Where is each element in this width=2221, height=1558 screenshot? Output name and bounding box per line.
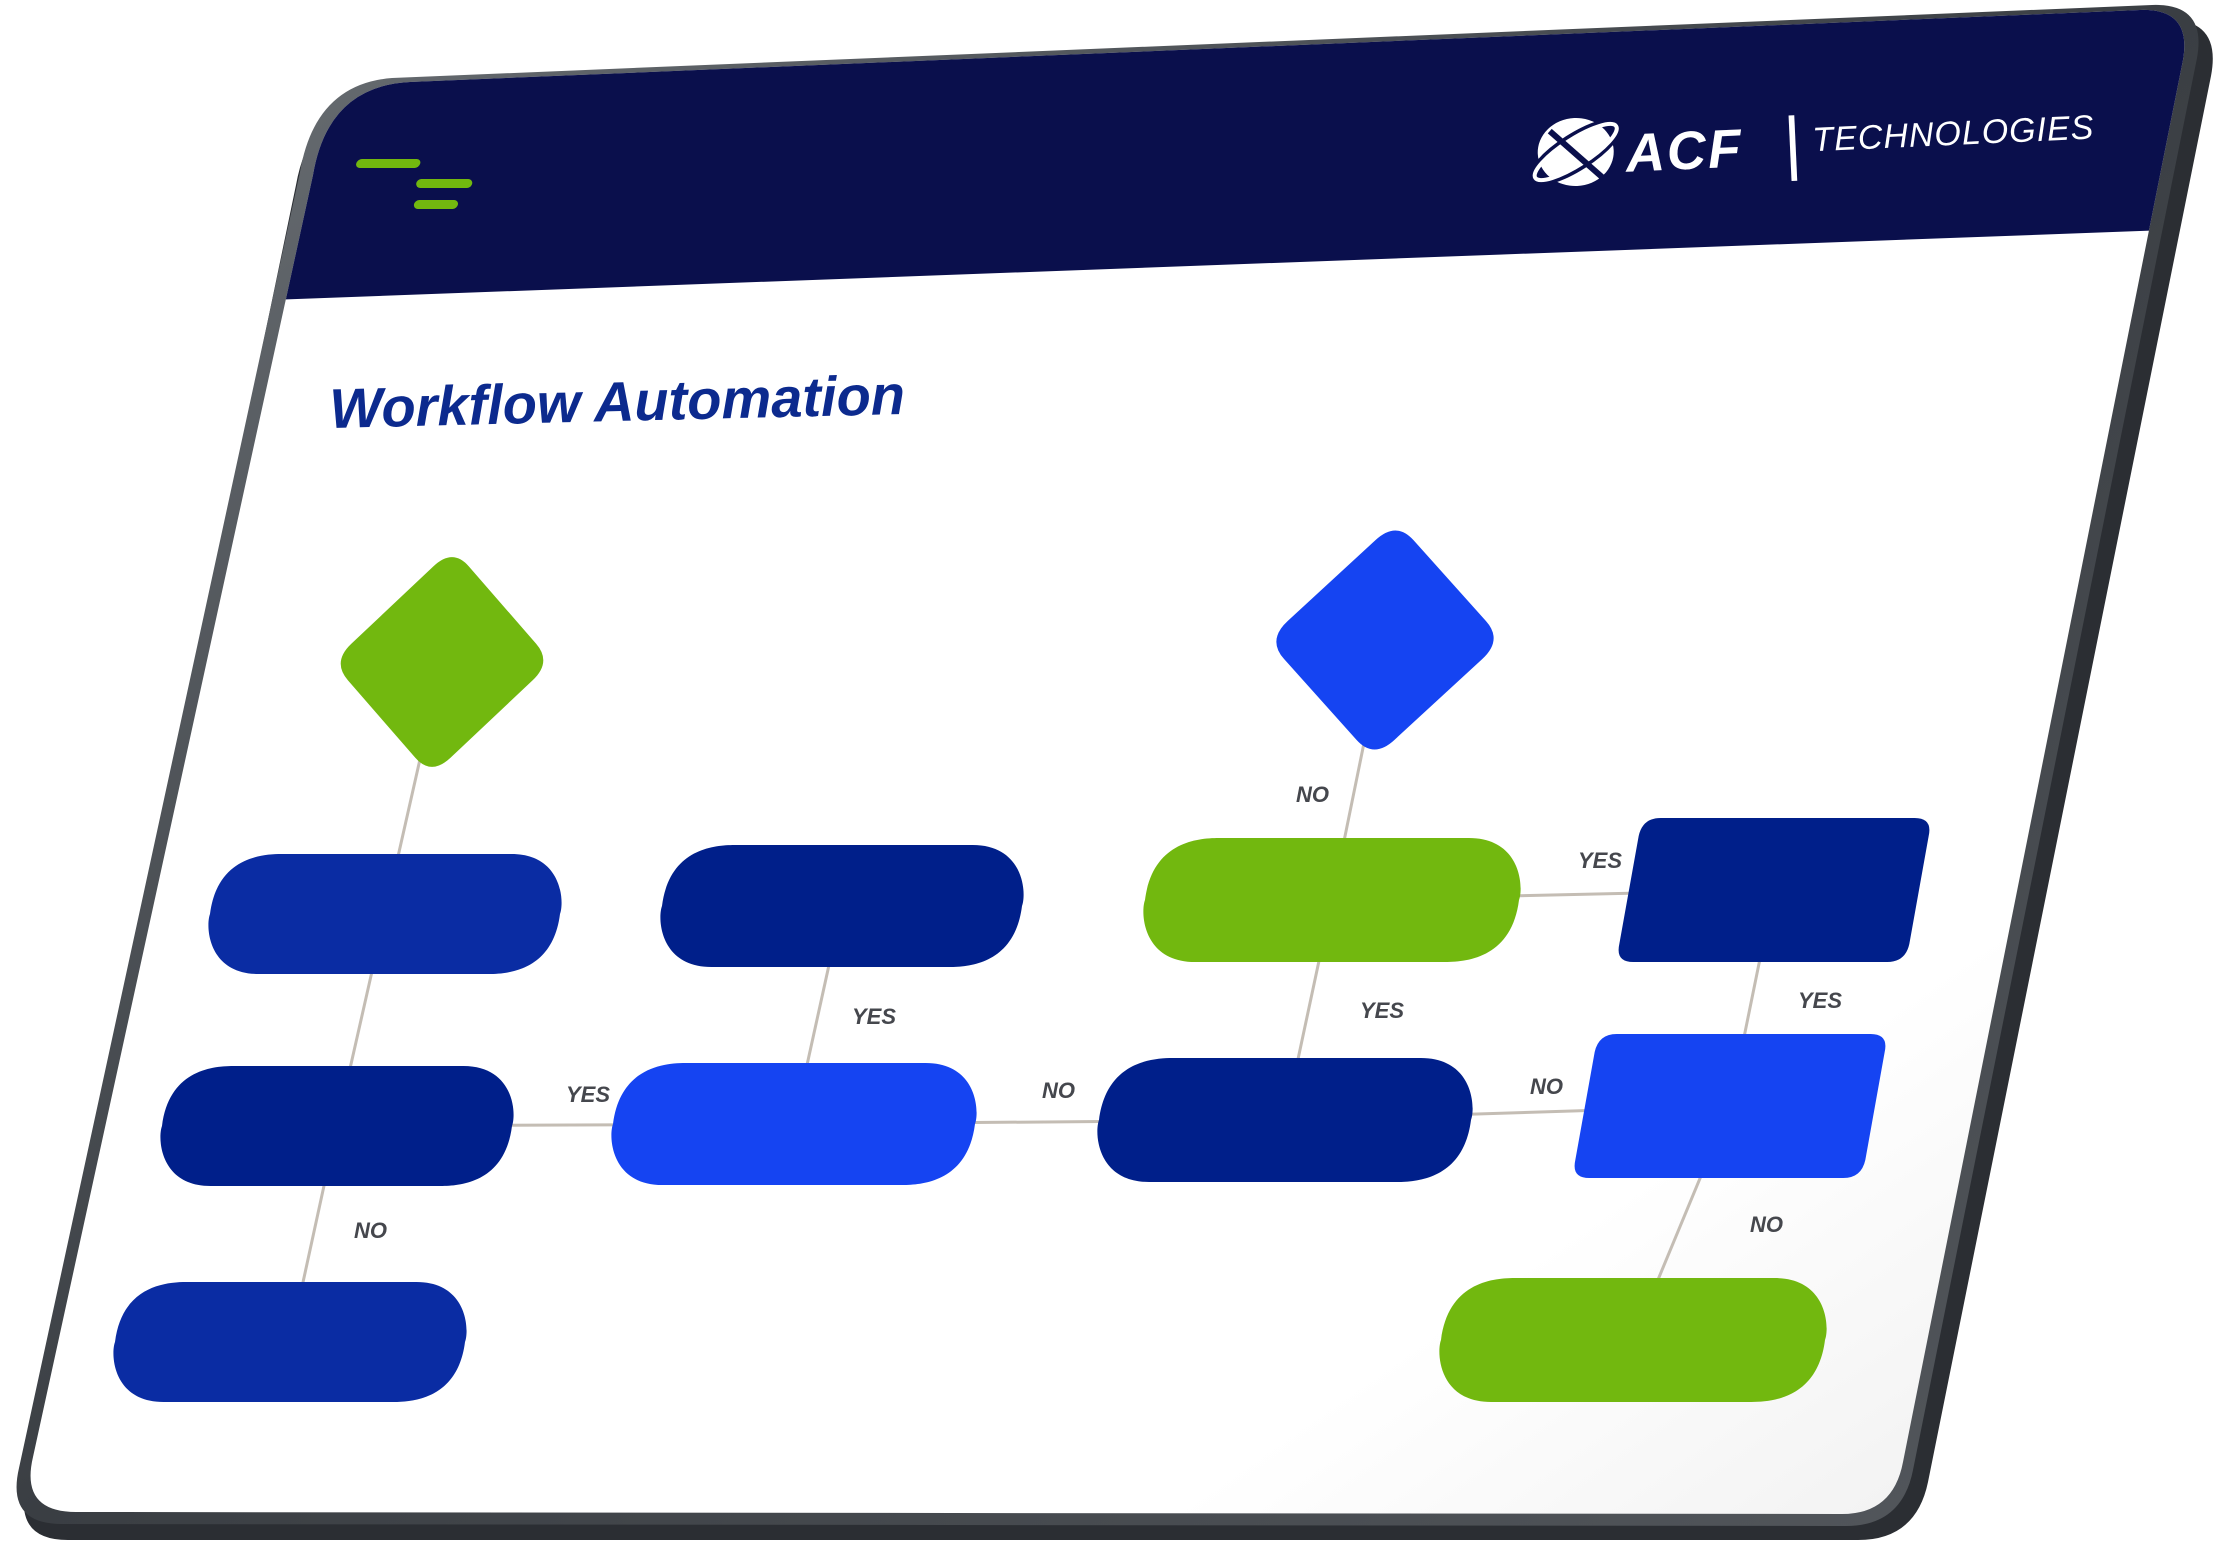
edge-label-no: NO [354,1218,387,1243]
flow-node-pill-n4[interactable] [113,1282,467,1402]
menu-icon-line [356,159,421,168]
edge-label-no: NO [1296,782,1329,807]
flow-node-pill-n3[interactable] [160,1066,514,1186]
edge-label-yes: YES [852,1004,896,1029]
page-title: Workflow Automation [329,363,906,440]
menu-icon-line [416,179,473,188]
edge-label-yes: YES [566,1082,610,1107]
edge-label-yes: YES [1798,988,1842,1013]
edge-label-yes: YES [1360,998,1404,1023]
brand-name: ACF [1622,118,1744,183]
menu-icon-line [413,200,459,209]
edge-label-yes: YES [1578,848,1622,873]
flow-node-pill-n12[interactable] [1439,1278,1827,1402]
flow-node-diamond-n7[interactable] [1276,530,1494,750]
app-header-bar [270,9,2185,300]
edge-label-no: NO [1042,1078,1075,1103]
flow-node-pill-n8[interactable] [1143,838,1521,962]
brand-orbit-icon [1529,118,1623,187]
diagram-nodes [113,530,1930,1402]
workflow-diagram: NO YES YES NO NO YES YES NO YES NO [113,530,1930,1402]
diagram-edge-labels: NO YES YES NO NO YES YES NO YES NO [354,782,1842,1243]
flow-node-pill-n10[interactable] [1097,1058,1473,1182]
edge-label-no: NO [1750,1212,1783,1237]
flow-node-parallelogram-n9[interactable] [1618,818,1930,962]
hamburger-menu-icon[interactable] [355,159,473,209]
flow-node-parallelogram-n11[interactable] [1574,1034,1886,1178]
flow-node-diamond-n1[interactable] [340,557,544,767]
flow-node-pill-n6[interactable] [611,1063,977,1185]
edge-label-no: NO [1530,1074,1563,1099]
flow-node-pill-n5[interactable] [660,845,1024,967]
brand-divider: | [1782,103,1804,182]
flow-node-pill-n2[interactable] [208,854,562,974]
